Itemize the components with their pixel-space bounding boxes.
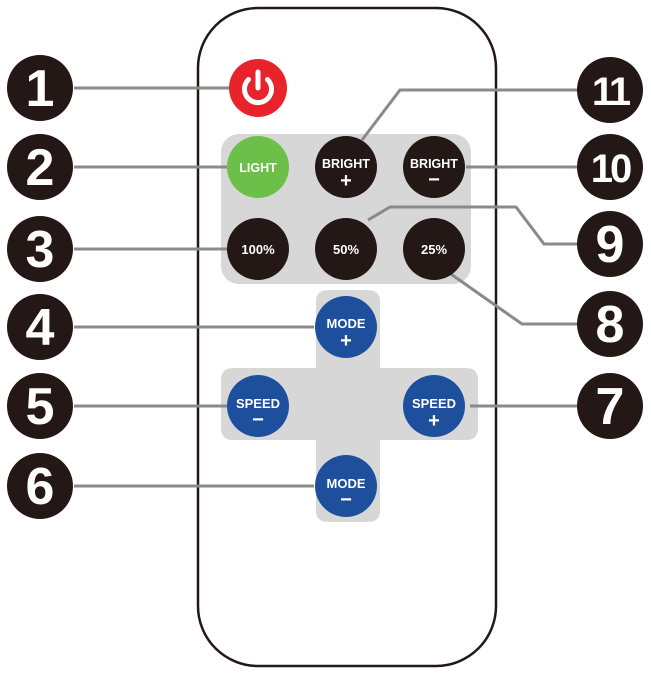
callout-6-number: 6 [26,458,55,516]
mode-minus-button[interactable]: MODE − [315,455,377,517]
callout-8-number: 8 [596,296,625,354]
speed-plus-sign: + [428,410,440,432]
bright-plus-sign: + [340,170,352,192]
callout-5-number: 5 [26,378,55,436]
bright-minus-button[interactable]: BRIGHT − [403,136,465,198]
brightness-25-label: 25% [421,242,447,257]
speed-plus-button[interactable]: SPEED + [403,375,465,437]
leader-8 [447,270,578,326]
power-button[interactable] [229,59,287,117]
mode-plus-button[interactable]: MODE + [315,296,377,358]
callout-10-number: 10 [591,147,631,191]
mode-minus-sign: − [340,489,352,511]
callout-7: 7 [577,373,643,439]
mode-plus-label: MODE [327,316,366,331]
power-icon [242,69,274,106]
light-button[interactable]: LIGHT [227,136,289,198]
callout-5: 5 [7,373,73,439]
bright-plus-button[interactable]: BRIGHT + [315,136,377,198]
callout-11-number: 11 [592,70,631,114]
dpad-panel [221,290,478,522]
callout-10: 10 [577,134,643,200]
callout-9: 9 [577,211,643,277]
brightness-25-button[interactable]: 25% [403,218,465,280]
brightness-50-button[interactable]: 50% [315,218,377,280]
leader-9 [367,205,578,246]
callout-2: 2 [7,134,73,200]
callout-11: 11 [577,57,643,123]
leader-lines [74,86,578,488]
callout-8: 8 [577,291,643,357]
callout-2-number: 2 [26,139,55,197]
speed-minus-button[interactable]: SPEED − [227,375,289,437]
bright-minus-sign: − [428,169,440,191]
callout-6: 6 [7,453,73,519]
callout-4-number: 4 [26,299,55,357]
brightness-100-button[interactable]: 100% [227,218,289,280]
callout-3-number: 3 [26,221,55,279]
callout-3: 3 [7,216,73,282]
bright-minus-label: BRIGHT [410,157,458,171]
callout-1: 1 [7,55,73,121]
callout-4: 4 [7,294,73,360]
speed-minus-sign: − [252,409,264,431]
callout-1-number: 1 [26,60,55,118]
brightness-50-label: 50% [333,242,359,257]
speed-minus-label: SPEED [236,396,280,411]
mode-plus-sign: + [340,330,352,352]
mode-minus-label: MODE [327,476,366,491]
speed-plus-label: SPEED [412,396,456,411]
brightness-100-label: 100% [241,242,275,257]
callout-9-number: 9 [596,216,625,274]
leader-11 [360,88,578,141]
light-label: LIGHT [239,161,277,175]
callout-7-number: 7 [596,378,625,436]
bright-plus-label: BRIGHT [322,157,370,171]
